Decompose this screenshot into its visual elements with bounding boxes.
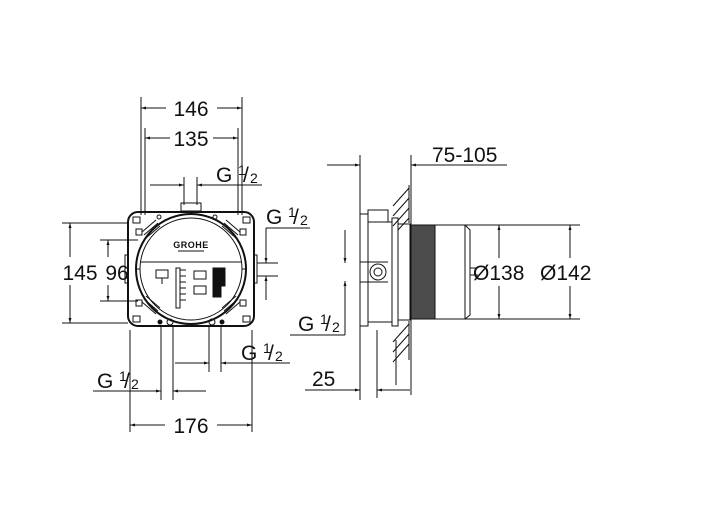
dim-width-inner: 135 [173, 128, 208, 151]
dimension-145: 145 [62, 222, 128, 324]
thread-side-slash: / [325, 313, 331, 336]
dimension-96: 96 [100, 239, 138, 302]
dimension-135: 135 [145, 128, 238, 151]
dim-depth-range: 75-105 [432, 144, 497, 167]
dim-width-outer: 146 [173, 98, 208, 121]
wall-hatching [392, 185, 410, 363]
thread-top-slash: / [243, 164, 249, 187]
thread-bottom-right-den: 2 [275, 348, 283, 364]
dim-bottom-width: 176 [173, 415, 208, 438]
right-connection: G 1 / 2 [257, 204, 310, 300]
grohe-logo: GROHE [173, 240, 209, 250]
thread-right-g: G [266, 206, 282, 229]
thread-side-den: 2 [332, 319, 340, 335]
thread-right-slash: / [293, 206, 299, 229]
dimension-176: 176 [129, 330, 253, 438]
side-left-connection: G 1 / 2 [290, 230, 347, 336]
dim-height-outer: 145 [62, 262, 97, 285]
thread-bottom-left-slash: / [124, 370, 130, 393]
dim-height-inner: 96 [105, 262, 128, 285]
dimension-25: 25 [305, 330, 410, 398]
thread-bottom-left-num: 1 [119, 368, 127, 384]
thread-bottom-right-g: G [241, 342, 257, 365]
dimension-75-105: 75-105 [327, 144, 507, 167]
thread-bottom-right-num: 1 [263, 340, 271, 356]
box-outline [127, 211, 255, 327]
thread-right-num: 1 [288, 204, 296, 220]
side-view: 75-105 [290, 144, 591, 400]
dim-diameter-inner: Ø138 [473, 262, 524, 285]
thread-top-g: G [216, 164, 232, 187]
dimension-138: Ø138 [473, 225, 524, 319]
dimension-146: 146 [141, 98, 242, 121]
dim-diameter-outer: Ø142 [540, 262, 591, 285]
bottom-right-connection: G 1 / 2 [175, 340, 290, 365]
thread-bottom-left-den: 2 [131, 376, 139, 392]
dimension-142: Ø142 [540, 225, 591, 319]
thread-side-g: G [298, 313, 314, 336]
schematic-detail [155, 267, 226, 309]
thread-top-num: 1 [238, 162, 246, 178]
front-view: 146 135 G 1 / 2 [62, 97, 310, 438]
thread-bottom-right-slash: / [268, 342, 274, 365]
thread-bottom-left-g: G [97, 370, 113, 393]
thread-top-den: 2 [250, 170, 258, 186]
dim-depth-offset: 25 [312, 368, 335, 391]
corner-details [132, 214, 251, 326]
top-connection: G 1 / 2 [150, 162, 262, 212]
thread-right-den: 2 [300, 212, 308, 228]
thread-side-num: 1 [320, 311, 328, 327]
side-body [359, 209, 478, 327]
bottom-left-connection: G 1 / 2 [93, 368, 206, 393]
